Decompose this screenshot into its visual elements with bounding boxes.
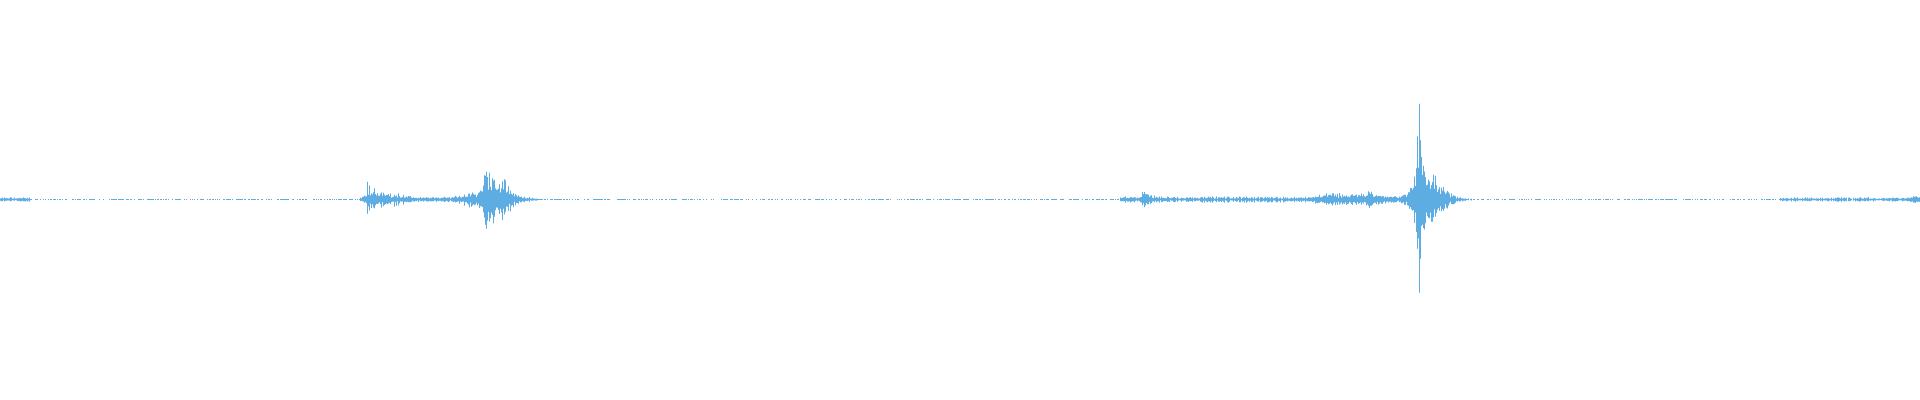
waveform-samples [0,103,1920,293]
waveform-path [0,103,1920,293]
